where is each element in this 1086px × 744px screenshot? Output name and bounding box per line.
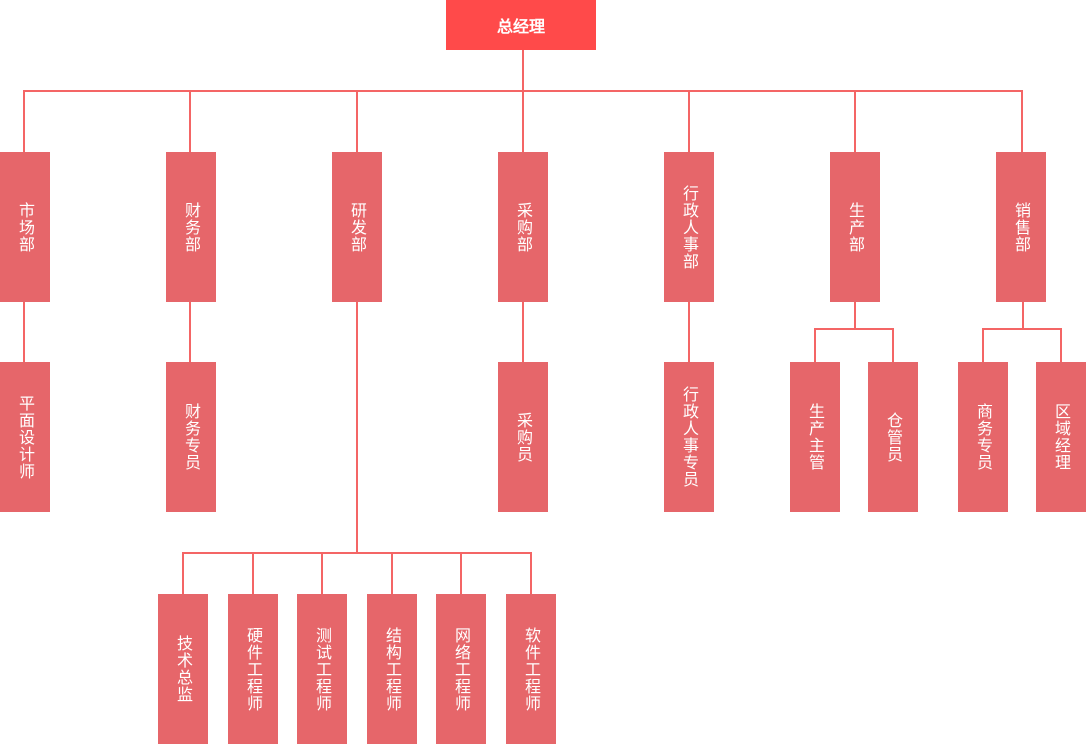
connector-dept-2 bbox=[356, 90, 358, 152]
connector-rnd-c4 bbox=[460, 552, 462, 594]
connector-production-c1 bbox=[892, 328, 894, 362]
connector-sales-c1 bbox=[1060, 328, 1062, 362]
connector-rnd-c1 bbox=[252, 552, 254, 594]
connector-dept-3 bbox=[522, 90, 524, 152]
connector-root-down bbox=[522, 50, 524, 91]
node-network-engineer[interactable]: 网络工程师 bbox=[436, 594, 486, 744]
connector-purchase-child bbox=[522, 302, 524, 362]
node-finance-specialist[interactable]: 财务专员 bbox=[166, 362, 216, 512]
connector-dept-6 bbox=[1021, 90, 1023, 152]
connector-rnd-c2 bbox=[321, 552, 323, 594]
connector-rnd-down bbox=[356, 302, 358, 553]
node-label: 财务专员 bbox=[182, 403, 201, 471]
connector-sales-c0 bbox=[982, 328, 984, 362]
node-label: 软件工程师 bbox=[522, 626, 541, 712]
connector-dept-1 bbox=[189, 90, 191, 152]
node-admin-hr-specialist[interactable]: 行政人事专员 bbox=[664, 362, 714, 512]
connector-rnd-c3 bbox=[391, 552, 393, 594]
node-software-engineer[interactable]: 软件工程师 bbox=[506, 594, 556, 744]
node-label: 生产主管 bbox=[806, 403, 825, 471]
connector-rnd-c5 bbox=[530, 552, 532, 594]
connector-sales-down bbox=[1022, 302, 1024, 329]
node-dept-production[interactable]: 生产部 bbox=[830, 152, 880, 302]
node-dept-market[interactable]: 市场部 bbox=[0, 152, 50, 302]
node-structural-engineer[interactable]: 结构工程师 bbox=[367, 594, 417, 744]
node-general-manager[interactable]: 总经理 bbox=[446, 0, 596, 50]
node-dept-finance[interactable]: 财务部 bbox=[166, 152, 216, 302]
node-label: 采购员 bbox=[514, 411, 533, 463]
node-label: 结构工程师 bbox=[383, 626, 402, 712]
node-purchaser[interactable]: 采购员 bbox=[498, 362, 548, 512]
node-label: 行政人事专员 bbox=[680, 386, 699, 488]
connector-market-child bbox=[23, 302, 25, 362]
connector-production-down bbox=[854, 302, 856, 329]
node-label: 区域经理 bbox=[1052, 403, 1071, 471]
connector-finance-child bbox=[189, 302, 191, 362]
node-warehouse-keeper[interactable]: 仓管员 bbox=[868, 362, 918, 512]
node-label: 销售部 bbox=[1012, 201, 1031, 253]
connector-dept-4 bbox=[688, 90, 690, 152]
node-label: 仓管员 bbox=[884, 411, 903, 463]
connector-dept-0 bbox=[23, 90, 25, 152]
node-regional-manager[interactable]: 区域经理 bbox=[1036, 362, 1086, 512]
node-dept-admin-hr[interactable]: 行政人事部 bbox=[664, 152, 714, 302]
node-label: 市场部 bbox=[16, 201, 35, 253]
node-dept-rnd[interactable]: 研发部 bbox=[332, 152, 382, 302]
node-label: 生产部 bbox=[846, 201, 865, 253]
node-production-supervisor[interactable]: 生产主管 bbox=[790, 362, 840, 512]
node-hardware-engineer[interactable]: 硬件工程师 bbox=[228, 594, 278, 744]
node-label: 采购部 bbox=[514, 201, 533, 253]
connector-dept-5 bbox=[854, 90, 856, 152]
node-label: 测试工程师 bbox=[313, 626, 332, 712]
node-dept-sales[interactable]: 销售部 bbox=[996, 152, 1046, 302]
node-label: 研发部 bbox=[348, 201, 367, 253]
node-label: 平面设计师 bbox=[16, 394, 35, 480]
connector-admin-child bbox=[688, 302, 690, 362]
node-label: 技术总监 bbox=[174, 635, 193, 703]
node-business-specialist[interactable]: 商务专员 bbox=[958, 362, 1008, 512]
node-technical-director[interactable]: 技术总监 bbox=[158, 594, 208, 744]
node-label: 行政人事部 bbox=[680, 184, 699, 270]
node-graphic-designer[interactable]: 平面设计师 bbox=[0, 362, 50, 512]
connector-production-c0 bbox=[814, 328, 816, 362]
node-test-engineer[interactable]: 测试工程师 bbox=[297, 594, 347, 744]
connector-rnd-bus bbox=[182, 552, 532, 554]
node-label: 网络工程师 bbox=[452, 626, 471, 712]
node-label: 总经理 bbox=[496, 17, 545, 36]
connector-sales-bus bbox=[982, 328, 1062, 330]
node-label: 商务专员 bbox=[974, 403, 993, 471]
node-label: 财务部 bbox=[182, 201, 201, 253]
node-label: 硬件工程师 bbox=[244, 626, 263, 712]
connector-production-bus bbox=[814, 328, 894, 330]
connector-rnd-c0 bbox=[182, 552, 184, 594]
node-dept-purchase[interactable]: 采购部 bbox=[498, 152, 548, 302]
